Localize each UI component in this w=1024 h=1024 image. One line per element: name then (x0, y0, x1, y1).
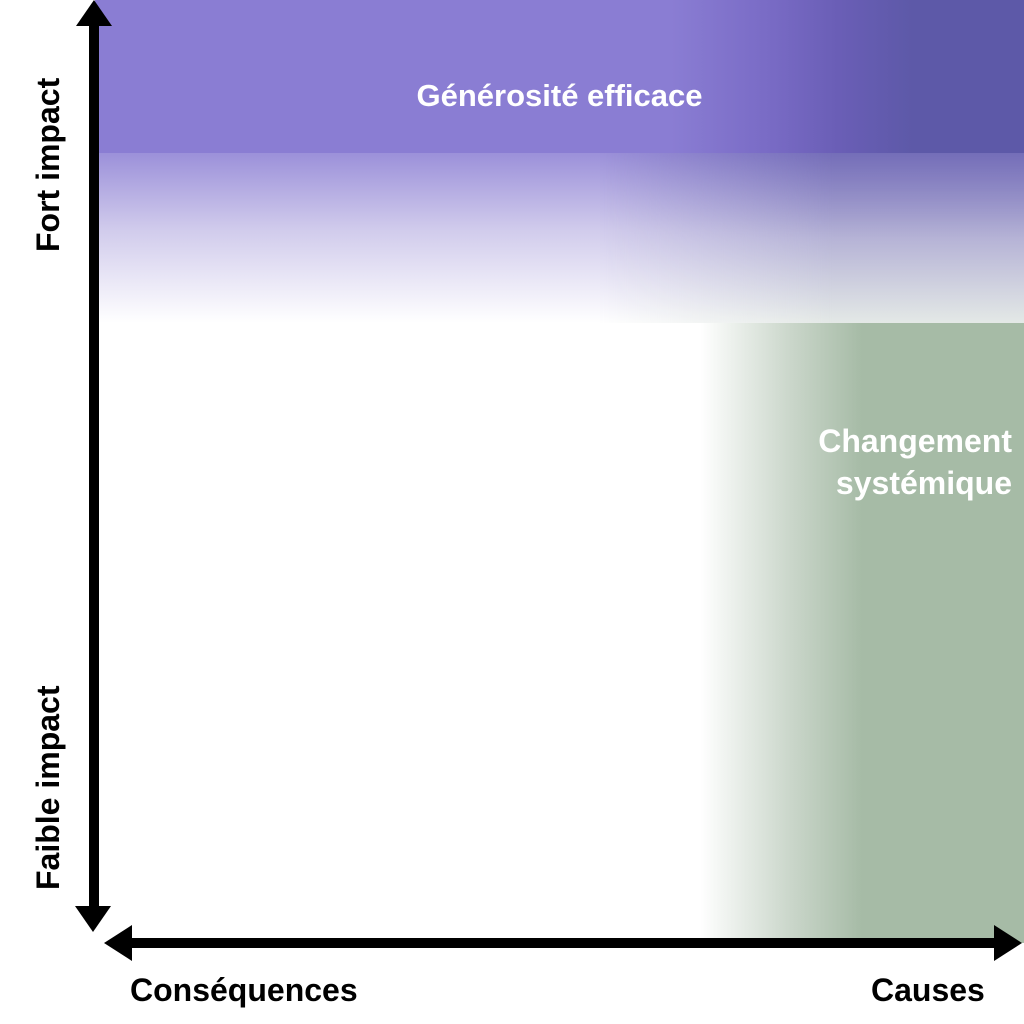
y-axis-high-label: Fort impact (30, 77, 66, 252)
y-axis-low-label: Faible impact (30, 685, 66, 891)
effective-generosity-fade-right (600, 153, 1024, 323)
vertical-axis-line (89, 20, 99, 910)
x-axis-right-label: Causes (871, 972, 985, 1008)
horizontal-axis-line (128, 938, 1000, 948)
systemic-change-label-line1: Changement (818, 423, 1012, 459)
arrow-right-icon (994, 925, 1022, 961)
x-axis-left-label: Conséquences (130, 972, 358, 1008)
effective-generosity-label: Générosité efficace (416, 78, 703, 113)
systemic-change-label-line2: systémique (835, 465, 1012, 501)
arrow-up-icon (76, 0, 112, 26)
arrow-left-icon (104, 925, 132, 961)
systemic-change-zone (700, 323, 1024, 943)
effective-generosity-zone (95, 0, 1024, 153)
systemic-change-label: Changement systémique (752, 420, 1012, 504)
